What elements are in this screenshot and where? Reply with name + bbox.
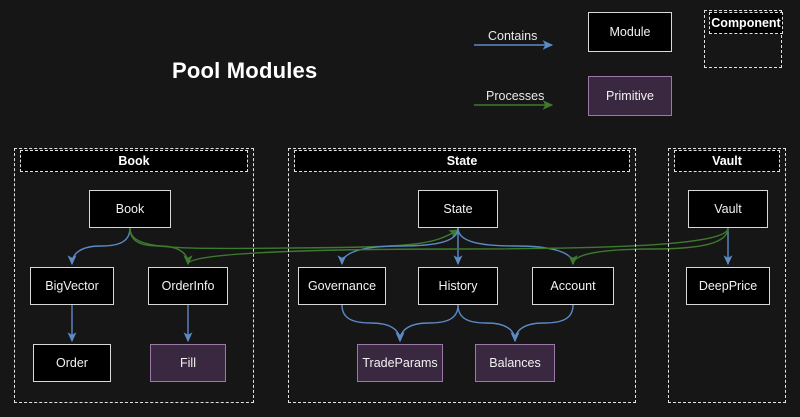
node-label-state: State (443, 202, 473, 216)
legend-contains-label: Contains (488, 29, 538, 43)
node-label-bigvector: BigVector (45, 279, 99, 293)
node-label-order: Order (56, 356, 88, 370)
node-label-tradeparams: TradeParams (362, 356, 438, 370)
legend-primitive-label: Primitive (606, 89, 654, 103)
node-tradeparams[interactable]: TradeParams (357, 344, 443, 382)
node-label-book: Book (115, 202, 145, 216)
node-order[interactable]: Order (33, 344, 111, 382)
legend-module-box: Module (588, 12, 672, 52)
node-label-orderinfo: OrderInfo (161, 279, 215, 293)
node-label-governance: Governance (307, 279, 377, 293)
edge-book-to-bigvector (67, 227, 131, 266)
edge-state-to-account (457, 227, 578, 266)
node-label-balances: Balances (489, 356, 541, 370)
node-label-fill: Fill (180, 356, 196, 370)
node-history[interactable]: History (418, 267, 498, 305)
cluster-state (288, 148, 636, 403)
node-vault[interactable]: Vault (688, 190, 768, 228)
page-title: Pool Modules (172, 58, 318, 83)
node-deepprice[interactable]: DeepPrice (686, 267, 770, 305)
node-orderinfo[interactable]: OrderInfo (148, 267, 228, 305)
legend-component-box (704, 10, 782, 68)
legend-module-label: Module (609, 25, 651, 39)
edge-vault-to-account (568, 227, 729, 266)
cluster-vault (668, 148, 786, 403)
edge-history-to-balances (457, 304, 520, 343)
legend-component-label: Component (711, 16, 781, 30)
cluster-book (14, 148, 254, 403)
node-label-account: Account (550, 279, 596, 293)
node-state[interactable]: State (418, 190, 498, 228)
node-fill[interactable]: Fill (150, 344, 226, 382)
node-bigvector[interactable]: BigVector (30, 267, 114, 305)
legend-primitive-box: Primitive (588, 76, 672, 116)
cluster-header-state: State (294, 150, 630, 172)
legend-processes-label: Processes (486, 89, 545, 103)
node-label-history: History (438, 279, 478, 293)
cluster-label-vault: Vault (712, 154, 742, 168)
node-account[interactable]: Account (532, 267, 614, 305)
edge-vault-to-orderinfo (183, 227, 729, 266)
cluster-label-state: State (446, 154, 478, 168)
legend-component-header: Component (709, 12, 783, 34)
node-label-vault: Vault (714, 202, 742, 216)
node-book[interactable]: Book (89, 190, 171, 228)
node-governance[interactable]: Governance (298, 267, 386, 305)
cluster-label-book: Book (118, 154, 150, 168)
edge-state-to-governance (337, 227, 459, 266)
edge-account-to-balances (510, 304, 574, 343)
cluster-header-vault: Vault (674, 150, 780, 172)
edge-history-to-tradeparams (395, 304, 459, 343)
node-balances[interactable]: Balances (475, 344, 555, 382)
cluster-header-book: Book (20, 150, 248, 172)
edge-book-to-state (129, 227, 459, 250)
node-label-deepprice: DeepPrice (698, 279, 758, 293)
edge-governance-to-tradeparams (341, 304, 405, 343)
